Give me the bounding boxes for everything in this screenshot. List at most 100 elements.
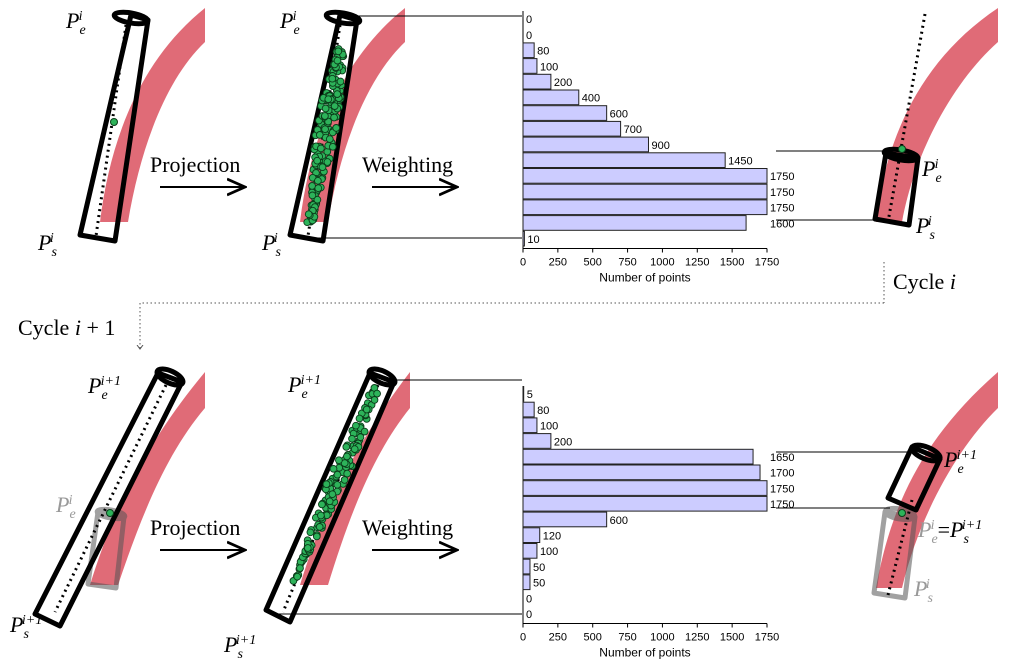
bar-value-label: 1600 bbox=[770, 218, 794, 230]
bar-value-label: 1750 bbox=[770, 187, 794, 199]
centerline bbox=[886, 499, 914, 596]
x-tick-label: 1000 bbox=[650, 257, 674, 269]
histogram-top: 0080100200400600700900145017501750175016… bbox=[520, 11, 794, 285]
bar-value-label: 600 bbox=[610, 108, 628, 120]
histogram-bar bbox=[522, 417, 538, 434]
histogram-bar bbox=[522, 120, 622, 137]
projection-label: Projection bbox=[150, 152, 240, 177]
x-tick-label: 1500 bbox=[720, 632, 744, 644]
x-tick-label: 1750 bbox=[755, 632, 779, 644]
bar-value-label: 1750 bbox=[770, 203, 794, 215]
bar-value-label: 100 bbox=[540, 61, 558, 73]
histogram-bar bbox=[522, 89, 580, 106]
projected-point bbox=[336, 77, 345, 86]
cylinder bbox=[32, 366, 186, 629]
cylinder bbox=[885, 442, 943, 513]
centerline bbox=[53, 384, 168, 613]
x-tick-label: 500 bbox=[584, 632, 602, 644]
ps-label: Psi+1 bbox=[9, 612, 42, 642]
projected-points bbox=[289, 384, 381, 585]
projected-point bbox=[325, 135, 334, 143]
cycle-transition: Cycle i Cycle i + 1 bbox=[18, 262, 956, 349]
bar-value-label: 700 bbox=[624, 124, 642, 136]
ps-label: Psi bbox=[261, 230, 281, 260]
projected-point bbox=[370, 396, 379, 404]
histogram-bar bbox=[522, 105, 608, 121]
histogram-bar bbox=[522, 527, 541, 543]
cycle-i-plus-1-label: Cycle i + 1 bbox=[18, 315, 115, 340]
top-panel-1: Pei Psi bbox=[37, 8, 205, 260]
histogram-bar bbox=[522, 215, 747, 231]
projected-point bbox=[333, 480, 342, 489]
bar-value-label: 1650 bbox=[770, 452, 794, 464]
projected-point bbox=[335, 456, 343, 465]
projected-point bbox=[324, 95, 333, 104]
projected-point bbox=[329, 464, 338, 473]
projected-point bbox=[333, 470, 342, 479]
bar-value-label: 80 bbox=[537, 46, 549, 58]
projected-point bbox=[315, 523, 324, 531]
bar-value-label: 200 bbox=[554, 436, 572, 448]
histogram-bar bbox=[522, 58, 538, 74]
bar-value-label: 1700 bbox=[770, 468, 794, 480]
bar-value-label: 50 bbox=[533, 562, 545, 574]
projected-point bbox=[355, 414, 364, 423]
projection-step-top: Projection bbox=[150, 152, 243, 187]
projected-point bbox=[306, 528, 315, 537]
bar-value-label: 100 bbox=[540, 546, 558, 558]
projected-point bbox=[321, 112, 329, 120]
histogram-bar bbox=[522, 386, 525, 402]
bar-value-label: 50 bbox=[533, 578, 545, 590]
seed-point bbox=[898, 509, 906, 517]
x-tick-label: 250 bbox=[549, 257, 567, 269]
pe-prev-label: Pei bbox=[55, 492, 76, 522]
equality-label: Pei=Psi+1 bbox=[917, 517, 982, 547]
projected-point bbox=[321, 104, 330, 113]
cylinder bbox=[287, 9, 363, 244]
projected-point bbox=[317, 511, 325, 520]
ps-label: Psi bbox=[37, 230, 57, 260]
histogram-bar bbox=[522, 73, 552, 90]
bar-value-label: 1450 bbox=[728, 156, 752, 168]
cylinder bbox=[263, 366, 398, 625]
projected-point bbox=[340, 476, 349, 484]
x-tick-label: 1500 bbox=[720, 257, 744, 269]
projected-point bbox=[323, 158, 332, 166]
projected-point bbox=[317, 144, 325, 153]
histogram-bar bbox=[522, 464, 761, 481]
x-tick-label: 500 bbox=[584, 257, 602, 269]
bar-value-label: 200 bbox=[554, 77, 572, 89]
projected-point bbox=[362, 405, 371, 414]
x-tick-label: 0 bbox=[520, 632, 526, 644]
pe-label: Pei bbox=[279, 8, 300, 38]
projected-point bbox=[308, 191, 317, 200]
ps-label: Psi+1 bbox=[223, 632, 256, 662]
bottom-panel-3: Pei+1 Pei=Psi+1 Psi bbox=[776, 372, 998, 606]
projected-point bbox=[373, 389, 381, 398]
histogram-bar bbox=[522, 42, 535, 59]
projected-point bbox=[333, 56, 342, 65]
projected-point bbox=[296, 564, 304, 572]
bottom-panel-1: Pei+1 Pei Psi+1 bbox=[9, 366, 205, 642]
x-tick-label: 1250 bbox=[685, 257, 709, 269]
histogram-bar bbox=[522, 433, 552, 449]
bar-value-label: 0 bbox=[526, 30, 532, 42]
projected-point bbox=[304, 210, 313, 219]
weighting-label: Weighting bbox=[362, 515, 453, 540]
histogram-bar bbox=[522, 168, 768, 184]
projected-point bbox=[343, 452, 351, 461]
pe-new-label: Pei+1 bbox=[87, 373, 121, 403]
cycle-i-label: Cycle i bbox=[893, 269, 956, 294]
projected-point bbox=[328, 74, 337, 83]
projected-point bbox=[360, 427, 369, 436]
vessel-segment bbox=[876, 372, 998, 588]
histogram-bar bbox=[522, 136, 649, 153]
projected-points bbox=[303, 45, 348, 227]
projected-point bbox=[303, 544, 312, 552]
ps-label: Psi bbox=[915, 213, 935, 243]
pe-label: Pei bbox=[65, 8, 86, 38]
x-tick-label: 1250 bbox=[685, 632, 709, 644]
histogram-bar bbox=[522, 199, 768, 216]
histogram-bar bbox=[522, 401, 535, 418]
